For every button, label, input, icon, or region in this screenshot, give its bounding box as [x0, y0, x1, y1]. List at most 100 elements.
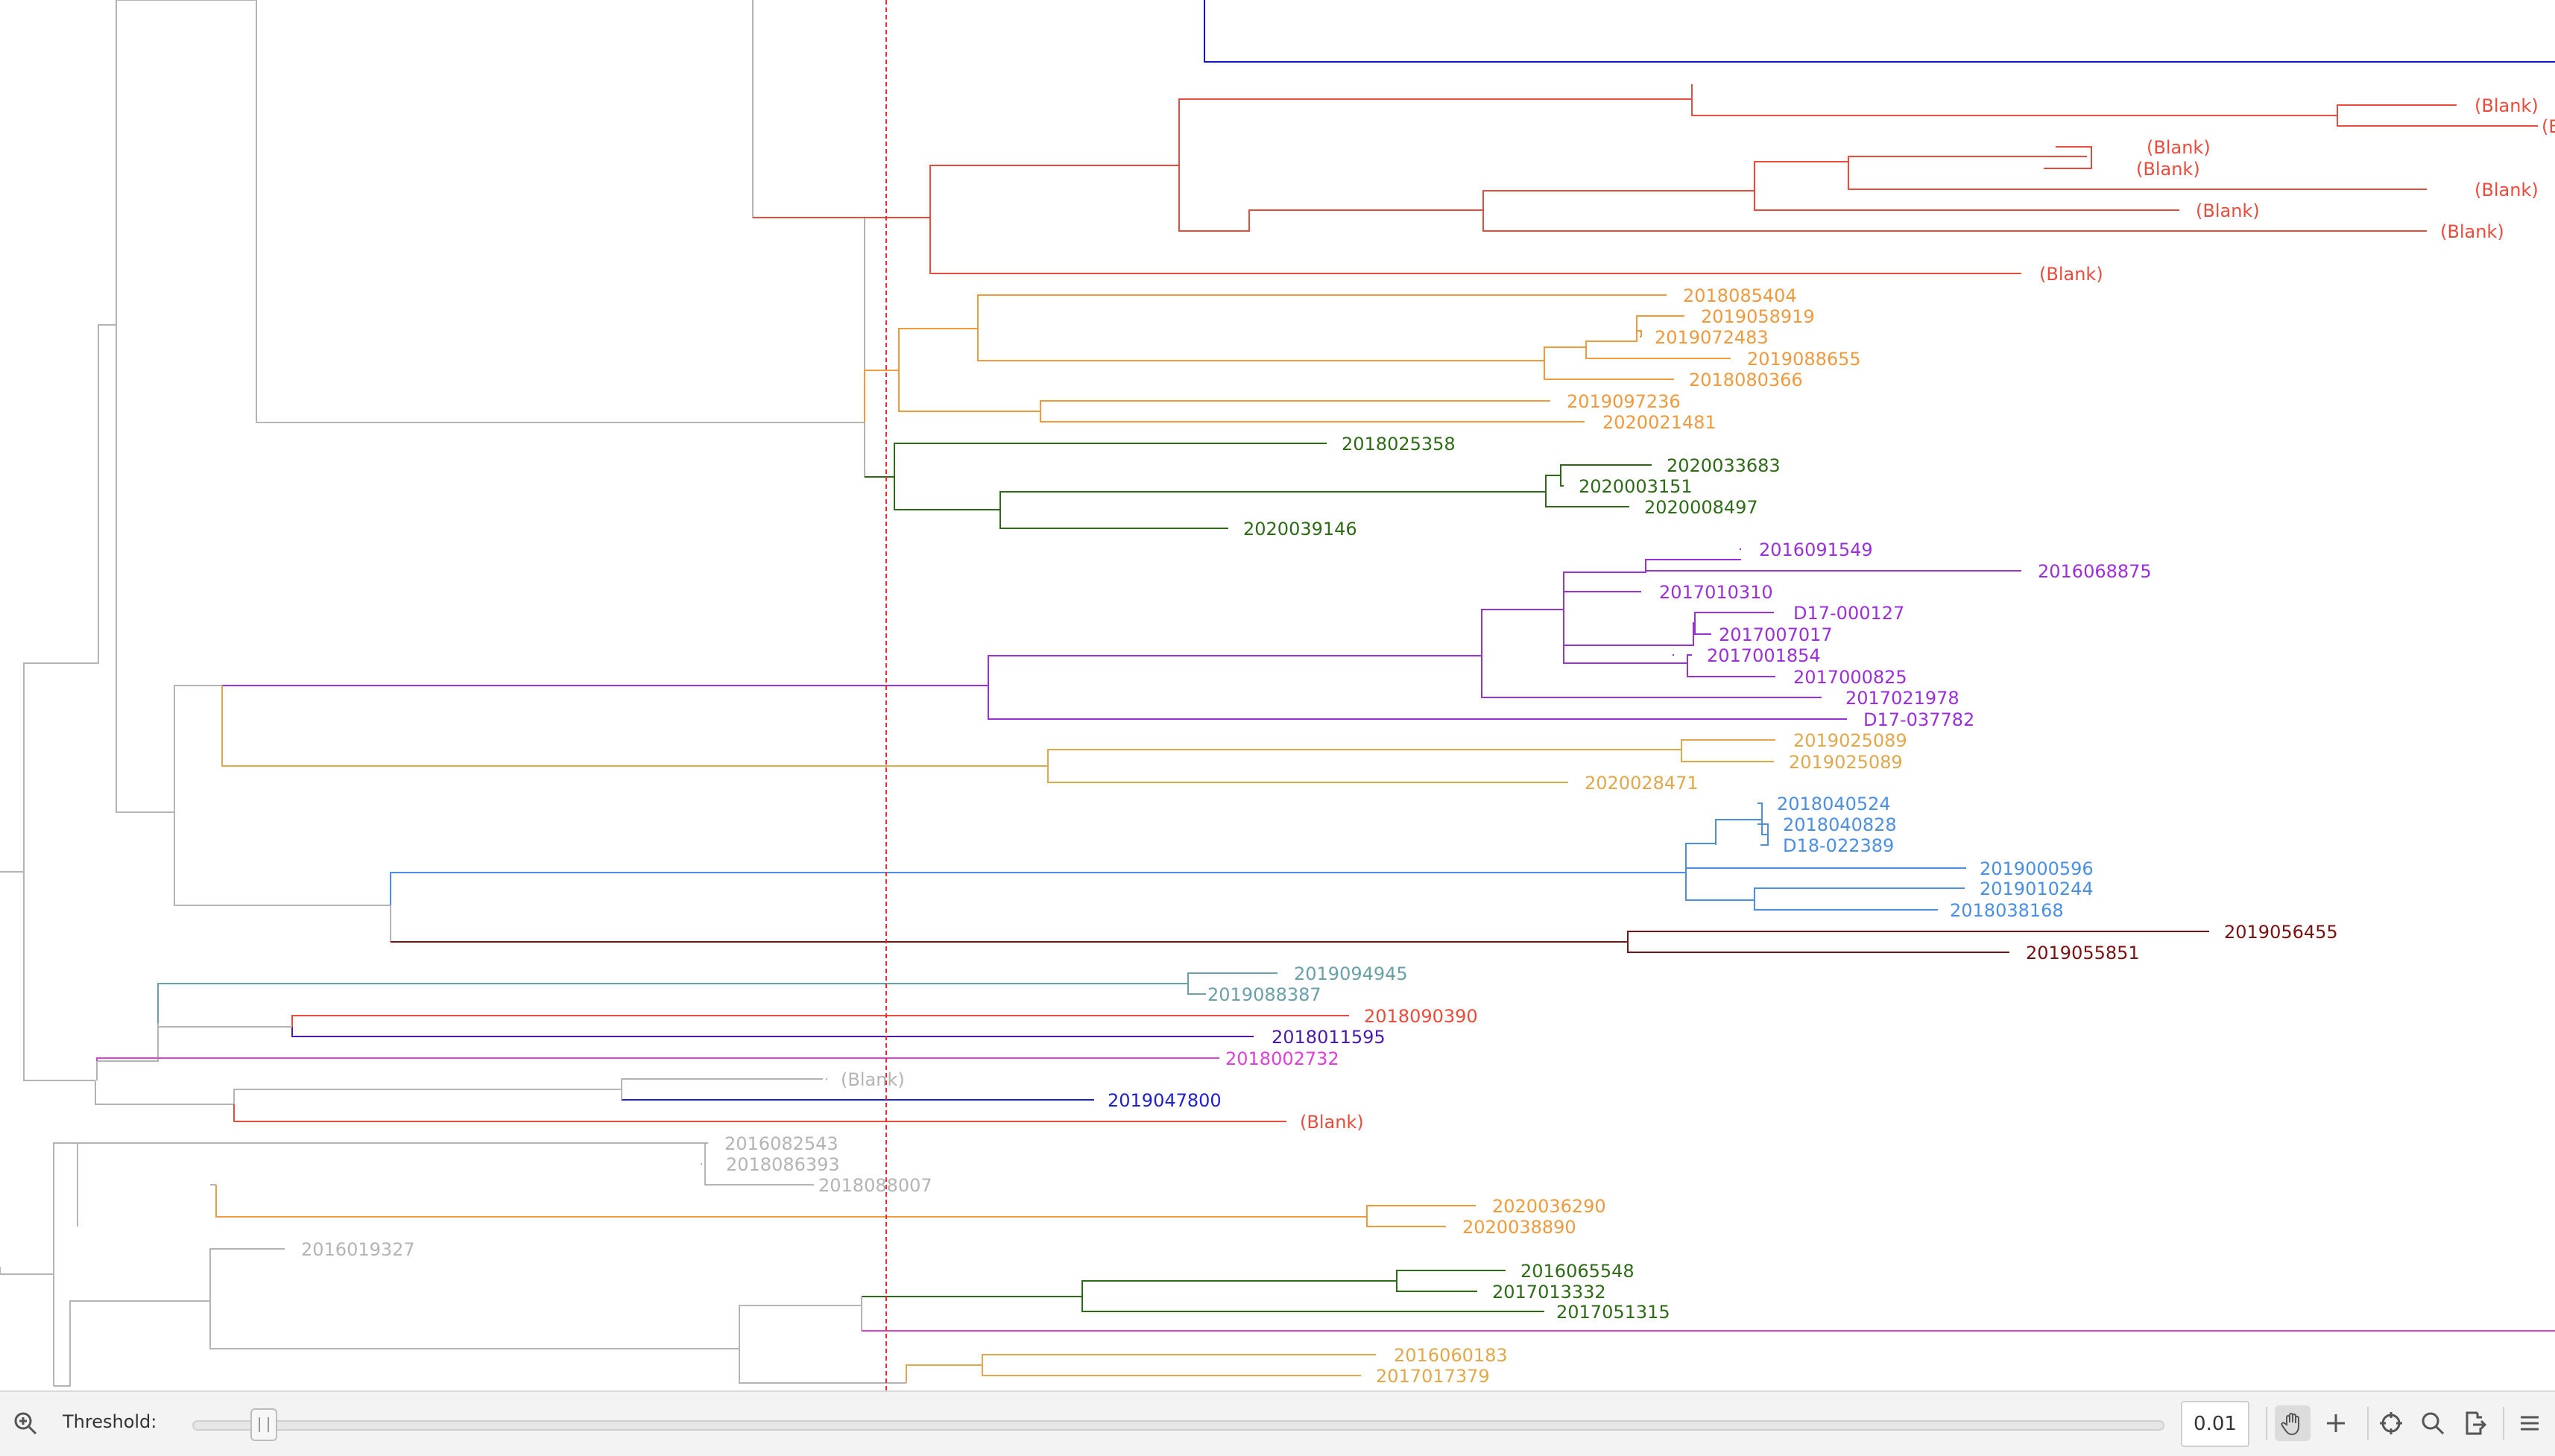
leaf-label[interactable]: 2019025089 — [1793, 730, 1907, 751]
leaf-label[interactable]: 2020038890 — [1462, 1217, 1576, 1238]
leaf-label[interactable]: 2019025089 — [1789, 752, 1903, 773]
leaf-label[interactable]: (Blank) — [1300, 1112, 1364, 1133]
leaf-label[interactable]: 2019072483 — [1655, 327, 1769, 348]
threshold-slider-thumb[interactable] — [250, 1408, 278, 1441]
tree-branch — [1563, 572, 1641, 592]
threshold-cut-line[interactable] — [885, 0, 887, 1390]
leaf-label[interactable]: 2016060183 — [1394, 1345, 1508, 1366]
threshold-value-input[interactable]: 0.01 — [2181, 1401, 2249, 1447]
leaf-label[interactable]: 2018080366 — [1689, 370, 1803, 390]
leaf-label[interactable]: (Blank) — [2475, 180, 2539, 200]
tree-branch — [116, 0, 865, 423]
leaf-label[interactable]: 2019056455 — [2224, 922, 2338, 943]
leaf-label[interactable]: (Blank) — [2147, 137, 2211, 158]
leaf-label[interactable]: 2019088387 — [1207, 984, 1321, 1005]
leaf-label[interactable]: 2018038168 — [1950, 900, 2064, 921]
leaf-label[interactable]: (Blank) — [2136, 159, 2200, 180]
leaf-label[interactable]: (Blank) — [2039, 264, 2103, 285]
tree-branch — [209, 1301, 862, 1349]
tree-branch — [291, 1027, 1254, 1037]
leaf-label[interactable]: 2019088655 — [1747, 349, 1861, 370]
tree-branch — [999, 510, 1228, 529]
leaf-label[interactable]: 2016019327 — [301, 1239, 415, 1260]
menu-icon[interactable] — [2512, 1405, 2548, 1441]
bottom-toolbar: Threshold: 0.01 — [0, 1390, 2555, 1456]
tree-branch — [864, 422, 894, 478]
search-icon[interactable] — [2415, 1405, 2451, 1441]
leaf-label[interactable]: 2016068875 — [2038, 561, 2152, 582]
leaf-label[interactable]: D18-022389 — [1783, 835, 1894, 856]
tree-branch — [1687, 663, 1775, 677]
tree-branch — [391, 931, 2209, 943]
tree-branch — [1482, 210, 2427, 232]
leaf-label[interactable]: (Blank) — [2475, 95, 2539, 116]
leaf-label[interactable]: (Blank) — [2196, 200, 2260, 221]
leaf-label[interactable]: 2018088007 — [818, 1175, 932, 1196]
tree-branch — [1204, 0, 2555, 63]
tree-branch — [977, 315, 1684, 361]
leaf-label[interactable]: (B — [2542, 116, 2555, 137]
leaf-label[interactable]: 2017013332 — [1492, 1282, 1606, 1303]
leaf-label[interactable]: 2020003151 — [1579, 476, 1693, 497]
leaf-label[interactable]: (Blank) — [841, 1069, 905, 1090]
leaf-label[interactable]: 2017001854 — [1707, 645, 1821, 666]
leaf-label[interactable]: 2017010310 — [1659, 582, 1773, 603]
tree-branch — [1585, 347, 1731, 359]
tree-branch — [1366, 1217, 1446, 1227]
leaf-label[interactable]: 2018086393 — [726, 1154, 840, 1175]
leaf-label[interactable]: (Blank) — [2440, 221, 2504, 242]
tree-branch — [1762, 835, 1769, 846]
leaf-label[interactable]: 2019097236 — [1567, 391, 1681, 412]
leaf-label[interactable]: 2018040828 — [1783, 814, 1897, 835]
tree-branch — [23, 663, 95, 1081]
leaf-label[interactable]: 2020036290 — [1492, 1196, 1606, 1217]
threshold-slider[interactable] — [192, 1420, 2164, 1431]
leaf-label[interactable]: 2018040524 — [1777, 794, 1891, 814]
leaf-label[interactable]: 2017000825 — [1793, 667, 1907, 688]
crosshair-icon[interactable] — [2373, 1405, 2409, 1441]
threshold-label: Threshold: — [63, 1411, 157, 1432]
leaf-label[interactable]: 2018011595 — [1272, 1027, 1386, 1048]
leaf-label[interactable]: 2017007017 — [1719, 624, 1833, 645]
leaf-label[interactable]: 2020039146 — [1243, 519, 1357, 539]
pan-hand-icon[interactable] — [2275, 1405, 2311, 1441]
leaf-label[interactable]: 2019047800 — [1108, 1090, 1222, 1111]
leaf-label[interactable]: 2019000596 — [1980, 858, 2094, 879]
leaf-label[interactable]: 2017021978 — [1845, 688, 1959, 709]
leaf-label[interactable]: 2017017379 — [1376, 1366, 1490, 1387]
tree-branch — [291, 1015, 1349, 1027]
tree-branch — [1754, 191, 2179, 211]
leaf-label[interactable]: D17-000127 — [1793, 603, 1904, 624]
tree-branch — [233, 1104, 1286, 1122]
tree-branch — [1047, 766, 1568, 783]
leaf-label[interactable]: 2018025358 — [1342, 434, 1456, 455]
leaf-label[interactable]: 2017051315 — [1556, 1302, 1670, 1323]
tree-branch — [390, 803, 1763, 905]
leaf-label[interactable]: 2020021481 — [1602, 412, 1717, 433]
tree-branch — [53, 1142, 78, 1274]
leaf-label[interactable]: D17-037782 — [1863, 709, 1974, 730]
tree-branch — [96, 1023, 159, 1080]
leaf-label[interactable]: 2018002732 — [1225, 1048, 1339, 1069]
leaf-label[interactable]: 2016065548 — [1520, 1261, 1635, 1282]
dendrogram-tree[interactable]: (Blank)(B(Blank)(Blank)(Blank)(Blank)(Bl… — [0, 0, 2555, 1390]
leaf-label[interactable]: 2018090390 — [1364, 1006, 1478, 1027]
leaf-label[interactable]: 2019055851 — [2026, 943, 2140, 963]
export-icon[interactable] — [2457, 1405, 2492, 1441]
leaf-label[interactable]: 2018085404 — [1683, 285, 1797, 306]
toolbar-separator — [2266, 1407, 2267, 1440]
leaf-label[interactable]: 2016082543 — [724, 1133, 838, 1154]
leaf-label[interactable]: 2020008497 — [1644, 497, 1758, 518]
tree-branch — [1848, 162, 2427, 190]
tree-branch — [1759, 820, 1769, 835]
tree-branch — [862, 1270, 1506, 1297]
leaf-label[interactable]: 2016091549 — [1759, 539, 1873, 560]
tree-branch — [906, 1354, 1376, 1383]
leaf-label[interactable]: 2019058919 — [1701, 306, 1815, 327]
leaf-label[interactable]: 2019094945 — [1294, 963, 1408, 984]
zoom-in-icon[interactable] — [7, 1405, 43, 1441]
add-icon[interactable] — [2318, 1405, 2354, 1441]
leaf-label[interactable]: 2019010244 — [1980, 879, 2094, 899]
leaf-label[interactable]: 2020033683 — [1667, 455, 1781, 476]
leaf-label[interactable]: 2020028471 — [1585, 773, 1699, 794]
